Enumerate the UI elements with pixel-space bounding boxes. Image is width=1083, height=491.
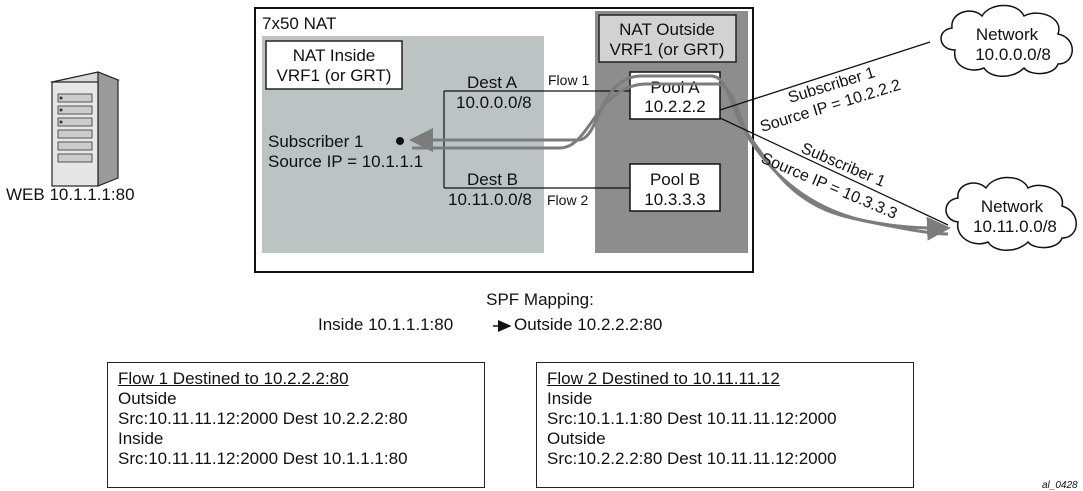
- flow-1-line: Src:10.11.11.12:2000 Dest 10.1.1.1:80: [118, 449, 408, 468]
- dest-a-addr: 10.0.0.0/8: [456, 93, 532, 112]
- figure-id: al_0428: [1042, 480, 1078, 491]
- flow-2-line: Src:10.1.1.1:80 Dest 10.11.11.12:2000: [547, 409, 837, 428]
- dest-a-label: Dest A: [467, 73, 518, 92]
- pool-a-box: [629, 71, 721, 120]
- pool-a-name: Pool A: [650, 78, 700, 97]
- nat-inside-line1: NAT Inside: [293, 46, 376, 65]
- flow-1-line: Outside: [118, 389, 177, 408]
- flow-2-title: Flow 2 Destined to 10.11.11.12: [547, 369, 780, 388]
- dest-b-label: Dest B: [467, 170, 518, 189]
- nat-outside-label-box: [598, 14, 737, 63]
- flow-2-line: Inside: [547, 389, 593, 408]
- network-2-line2: 10.11.0.0/8: [973, 217, 1057, 236]
- spf-inside: Inside 10.1.1.1:80: [318, 315, 454, 334]
- dest-b-addr: 10.11.0.0/8: [448, 190, 532, 209]
- web-server-icon: [49, 71, 121, 187]
- network-cloud-icon: [945, 176, 1077, 251]
- subscriber-line2: Source IP = 10.1.1.1: [268, 152, 423, 171]
- flow-1-line: Src:10.11.11.12:2000 Dest 10.2.2.2:80: [118, 409, 408, 428]
- web-server-label: WEB 10.1.1.1:80: [6, 185, 135, 204]
- nat-title: 7x50 NAT: [262, 14, 336, 33]
- network-1-line1: Network: [976, 25, 1039, 44]
- network-links: [719, 41, 949, 226]
- subscriber-line1: Subscriber 1: [268, 132, 363, 151]
- nat-outside-line1: NAT Outside: [619, 20, 715, 39]
- nat-inside-line2: VRF1 (or GRT): [277, 66, 392, 85]
- network-2-line1: Network: [981, 197, 1044, 216]
- network-1-line2: 10.0.0.0/8: [975, 45, 1051, 64]
- nat-inside-label-box: [265, 40, 403, 90]
- flow-2-line: Outside: [547, 429, 606, 448]
- flow-1-label: Flow 1: [548, 72, 589, 88]
- nat-outside-line2: VRF1 (or GRT): [610, 40, 725, 59]
- network-cloud-icon: [940, 4, 1073, 77]
- spf-outside: Outside 10.2.2.2:80: [514, 315, 663, 334]
- flow-1-table: Flow 1 Destined to 10.2.2.2:80 Outside S…: [107, 362, 485, 488]
- flow-1-line: Inside: [118, 429, 164, 448]
- flow-2-label: Flow 2: [547, 192, 588, 208]
- flow-2-table: Flow 2 Destined to 10.11.11.12 Inside Sr…: [536, 362, 914, 488]
- pool-b-name: Pool B: [650, 170, 700, 189]
- flow-1-title: Flow 1 Destined to 10.2.2.2:80: [118, 369, 349, 388]
- pool-a-addr: 10.2.2.2: [644, 97, 705, 116]
- subscriber-dot: [396, 137, 404, 145]
- pool-b-box: [629, 163, 721, 212]
- pool-b-addr: 10.3.3.3: [644, 190, 705, 209]
- spf-title: SPF Mapping:: [486, 290, 594, 309]
- flow-2-line: Src:10.2.2.2:80 Dest 10.11.11.12:2000: [547, 449, 837, 468]
